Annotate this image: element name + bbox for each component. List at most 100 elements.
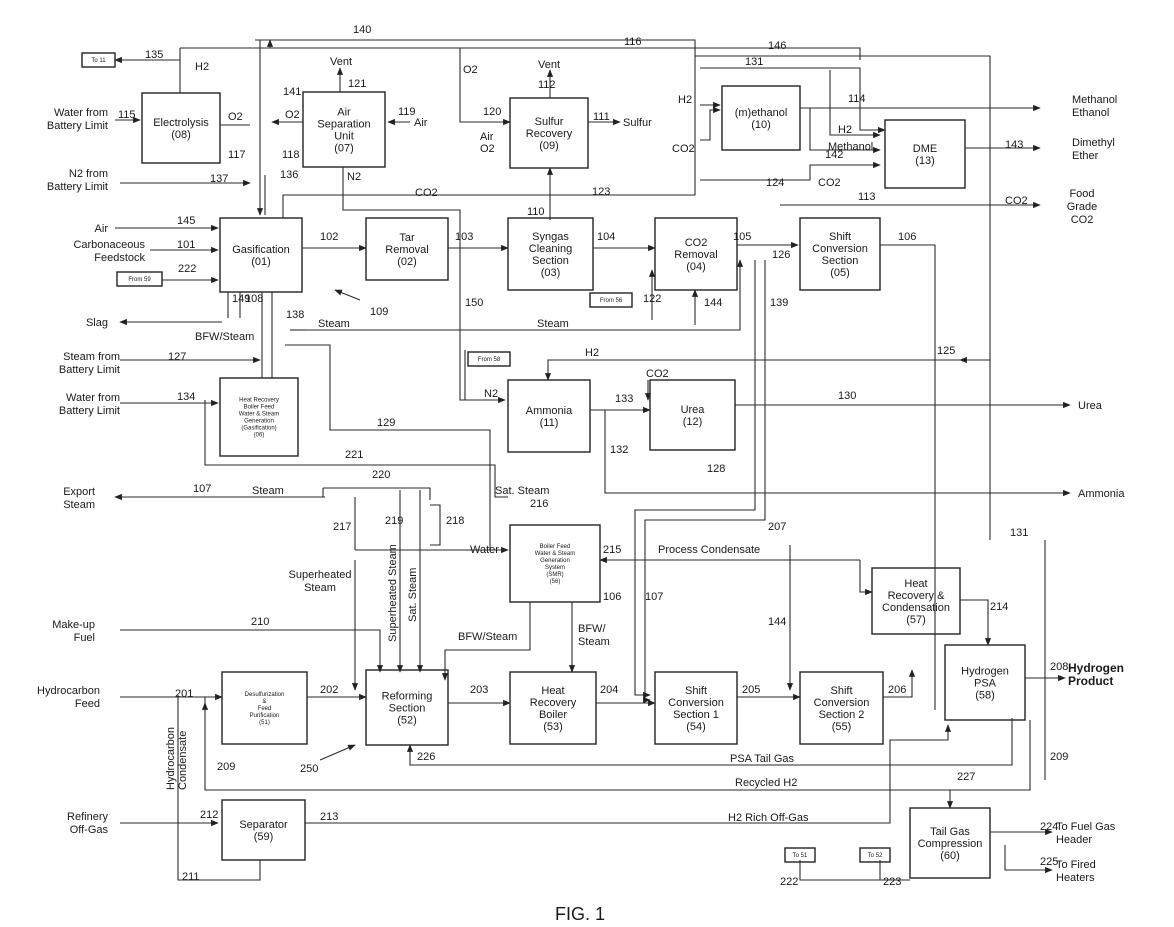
stream-number: 201 — [175, 688, 193, 700]
small-box-label-to52: To 52 — [868, 853, 883, 859]
unit-label-line: Separator — [239, 819, 288, 831]
unit-label-line: Tail Gas — [930, 826, 970, 838]
unit-label-line: (04) — [686, 261, 706, 273]
stream-number: 216 — [530, 498, 548, 510]
stream-number: 133 — [615, 393, 633, 405]
svg-text:Make-upFuel: Make-upFuel — [52, 619, 95, 644]
stream-number: 219 — [385, 515, 403, 527]
stream-number: 225 — [1040, 856, 1058, 868]
svg-text:Water fromBattery Limit: Water fromBattery Limit — [59, 392, 120, 417]
stream-number: 126 — [772, 249, 790, 261]
stream-number: 223 — [883, 876, 901, 888]
unit-label-line: (01) — [251, 256, 271, 268]
stream-number: 101 — [177, 239, 195, 251]
stream-number: 105 — [733, 231, 751, 243]
unit-label-line: Section 1 — [673, 709, 719, 721]
stream-number: 207 — [768, 521, 786, 533]
ext-air: Air — [95, 223, 109, 235]
unit-bfw56: Boiler FeedWater & SteamGenerationSystem… — [510, 525, 600, 602]
sl-steam2: Steam — [537, 318, 569, 330]
unit-label-line: (10) — [751, 119, 771, 131]
unit-label-line: Air — [337, 107, 351, 119]
unit-label-line: System — [545, 565, 565, 571]
sl-sat-vert: Sat. Steam — [407, 568, 419, 622]
stream-number: 107 — [645, 591, 663, 603]
small-box-label-to11: To 11 — [91, 58, 106, 64]
ext-co2-3: CO2 — [1071, 214, 1094, 226]
stream-number: 109 — [370, 306, 388, 318]
sl-water: Water — [470, 544, 499, 556]
unit-label-line: Section — [389, 703, 426, 715]
sl-superheated-2: Steam — [304, 582, 336, 594]
stream-number: 146 — [768, 40, 786, 52]
ext-h2-1: Hydrogen — [1068, 661, 1124, 675]
unit-label-line: (57) — [906, 614, 926, 626]
svg-text:FoodGradeCO2: FoodGradeCO2 — [1067, 188, 1098, 226]
stream-number: 108 — [245, 293, 263, 305]
ext-h2-2: Product — [1068, 674, 1113, 688]
unit-label-line: & — [262, 699, 266, 705]
stream-number: 205 — [742, 684, 760, 696]
stream-number: 222 — [780, 876, 798, 888]
ext-urea: Urea — [1078, 400, 1103, 412]
stream-number: 217 — [333, 521, 351, 533]
ext-sulfur: Sulfur — [623, 117, 652, 129]
stream-number: 106 — [603, 591, 621, 603]
stream-number: 107 — [193, 483, 211, 495]
unit-reforming: ReformingSection(52) — [366, 670, 448, 745]
stream-number: 145 — [177, 215, 195, 227]
sl-hc-cond-1: Hydrocarbon — [165, 727, 177, 790]
stream-number: 104 — [597, 231, 615, 243]
unit-air_sep: AirSeparationUnit(07) — [303, 92, 385, 167]
svg-text:AirO2: AirO2 — [480, 131, 495, 155]
stream-number: 208 — [1050, 661, 1068, 673]
unit-electrolysis: Electrolysis(08) — [142, 93, 220, 163]
unit-tar: TarRemoval(02) — [366, 218, 448, 280]
unit-label-line: Unit — [334, 131, 354, 143]
stream-number: 204 — [600, 684, 618, 696]
stream-number: 131 — [745, 56, 763, 68]
stream-number: 209 — [217, 761, 235, 773]
unit-label-dme: DME(13) — [913, 143, 937, 167]
svg-text:HydrocarbonFeed: HydrocarbonFeed — [37, 685, 100, 710]
stream-number: 226 — [417, 751, 435, 763]
ext-water-bl2-2: Battery Limit — [59, 405, 120, 417]
small-box-label-to51: To 51 — [793, 853, 808, 859]
small-boxes: To 11From 59From 56From 58To 51To 52 — [82, 53, 890, 862]
unit-label-line: Feed — [258, 706, 272, 712]
unit-label-line: Shift — [685, 685, 707, 697]
ext-fired-2: Heaters — [1056, 872, 1095, 884]
unit-label-line: Hydrogen — [961, 666, 1009, 678]
svg-text:MethanolEthanol: MethanolEthanol — [1072, 94, 1117, 119]
ext-makeup-1: Make-up — [52, 619, 95, 631]
ext-dme-1: Dimethyl — [1072, 137, 1115, 149]
unit-label-line: Conversion — [812, 243, 868, 255]
ext-refinery-2: Off-Gas — [70, 824, 109, 836]
sl-superheated-1: Superheated — [289, 569, 352, 581]
unit-label-line: Reforming — [382, 691, 433, 703]
ext-refinery-1: Refinery — [67, 811, 108, 823]
unit-label-line: Recovery & — [888, 590, 946, 602]
ext-n2-bl-2: Battery Limit — [47, 181, 108, 193]
unit-label-line: (11) — [540, 417, 559, 429]
stream-number: 220 — [372, 469, 390, 481]
ext-slag: Slag — [86, 317, 108, 329]
svg-text:N2 fromBattery Limit: N2 fromBattery Limit — [47, 168, 108, 193]
ext-hcfeed-1: Hydrocarbon — [37, 685, 100, 697]
unit-label-line: Conversion — [814, 697, 870, 709]
sl-bfwsteam: BFW/Steam — [195, 331, 254, 343]
sl-psa-tail: PSA Tail Gas — [730, 753, 794, 765]
stream-number: 117 — [228, 149, 246, 161]
stream-number: 131 — [1010, 527, 1028, 539]
sl-co2d: CO2 — [1005, 195, 1028, 207]
stream-number: 125 — [937, 345, 955, 357]
unit-label-line: Recovery — [530, 697, 577, 709]
stream-number: 222 — [178, 263, 196, 275]
unit-label-line: Heat Recovery — [239, 398, 279, 404]
stream-number: 250 — [300, 763, 318, 775]
unit-label-line: Urea — [681, 404, 706, 416]
stream-number: 144 — [768, 616, 786, 628]
unit-label-line: (03) — [541, 267, 561, 279]
sl-air: Air — [480, 131, 494, 143]
stream-number: 118 — [282, 149, 300, 161]
